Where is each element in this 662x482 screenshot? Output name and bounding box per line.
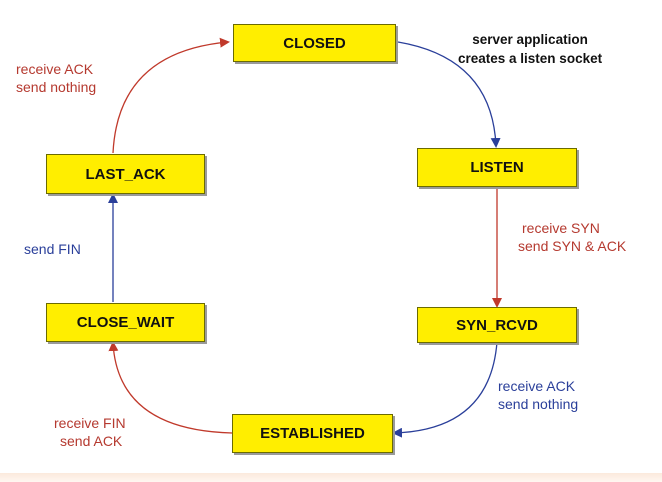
label-last-ack-to-closed: receive ACK send nothing [16, 60, 96, 96]
arrow-syn-rcvd-to-established [392, 341, 498, 438]
label-line: send ACK [60, 433, 123, 449]
label-line: send SYN & ACK [518, 238, 627, 254]
label-line: receive ACK [498, 378, 576, 394]
label-close-wait-to-last-ack: send FIN [24, 240, 81, 258]
state-listen: LISTEN [417, 148, 577, 187]
server-note: server application creates a listen sock… [458, 30, 602, 68]
label-line: send FIN [24, 241, 81, 257]
state-established: ESTABLISHED [232, 414, 393, 453]
label-line: send nothing [498, 396, 579, 412]
server-note-line2: creates a listen socket [458, 51, 603, 66]
label-established-to-close-wait: receive FIN send ACK [54, 414, 126, 450]
arrow-established-to-close-wait [108, 341, 233, 434]
state-last-ack: LAST_ACK [46, 154, 205, 194]
label-line: receive SYN [522, 220, 600, 236]
label-line: receive ACK [16, 61, 94, 77]
label-line: receive FIN [54, 415, 126, 431]
label-syn-rcvd-to-established: receive ACK send nothing [498, 377, 578, 413]
state-syn-rcvd: SYN_RCVD [417, 307, 577, 343]
arrow-closed-to-listen [397, 41, 501, 148]
label-line: send nothing [16, 79, 97, 95]
label-listen-to-syn-rcvd: receive SYN send SYN & ACK [518, 219, 626, 255]
arrow-last-ack-to-closed [112, 37, 230, 154]
bottom-divider [0, 473, 662, 482]
state-closed: CLOSED [233, 24, 396, 62]
server-note-line1: server application [472, 32, 588, 47]
state-close-wait: CLOSE_WAIT [46, 303, 205, 342]
